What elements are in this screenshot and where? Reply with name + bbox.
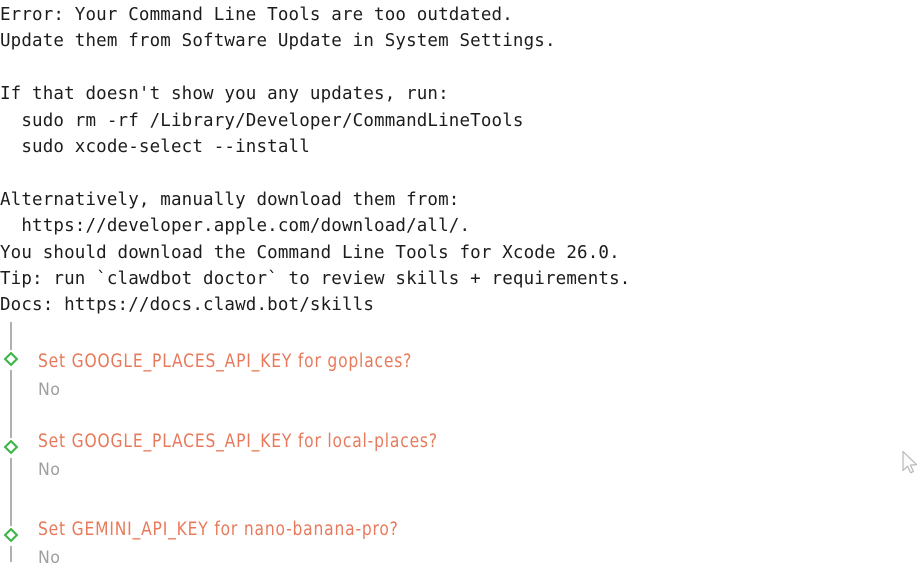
terminal-line: Alternatively, manually download them fr… xyxy=(0,189,460,210)
prompt-question[interactable]: Set GOOGLE_PLACES_API_KEY for goplaces? xyxy=(38,351,413,372)
prompt-rail-segment xyxy=(10,322,12,350)
prompt-list: Set GOOGLE_PLACES_API_KEY for goplaces? … xyxy=(0,318,921,568)
terminal-line: You should download the Command Line Too… xyxy=(0,242,620,263)
terminal-line: sudo xcode-select --install xyxy=(0,136,310,157)
diamond-icon xyxy=(4,528,18,542)
diamond-icon xyxy=(4,440,18,454)
prompt-answer[interactable]: No xyxy=(38,460,61,480)
terminal-line: sudo rm -rf /Library/Developer/CommandLi… xyxy=(0,110,524,131)
prompt-rail-segment xyxy=(10,370,12,438)
terminal-output: Error: Your Command Line Tools are too o… xyxy=(0,2,921,319)
terminal-line-blank xyxy=(0,55,921,81)
prompt-rail-segment xyxy=(10,458,12,526)
terminal-line: Docs: https://docs.clawd.bot/skills xyxy=(0,295,375,316)
terminal-line-blank xyxy=(0,160,921,186)
prompt-answer[interactable]: No xyxy=(38,548,61,568)
prompt-answer[interactable]: No xyxy=(38,380,61,400)
terminal-line: Update them from Software Update in Syst… xyxy=(0,31,556,52)
prompt-rail-segment xyxy=(10,546,12,562)
terminal-line: Error: Your Command Line Tools are too o… xyxy=(0,5,513,25)
diamond-icon xyxy=(4,352,18,366)
terminal-line: If that doesn't show you any updates, ru… xyxy=(0,84,449,105)
terminal-line: Tip: run `clawdbot doctor` to review ski… xyxy=(0,268,631,289)
prompt-question[interactable]: Set GOOGLE_PLACES_API_KEY for local-plac… xyxy=(38,431,438,452)
prompt-question[interactable]: Set GEMINI_API_KEY for nano-banana-pro? xyxy=(38,519,399,540)
terminal-line: https://developer.apple.com/download/all… xyxy=(0,216,471,237)
